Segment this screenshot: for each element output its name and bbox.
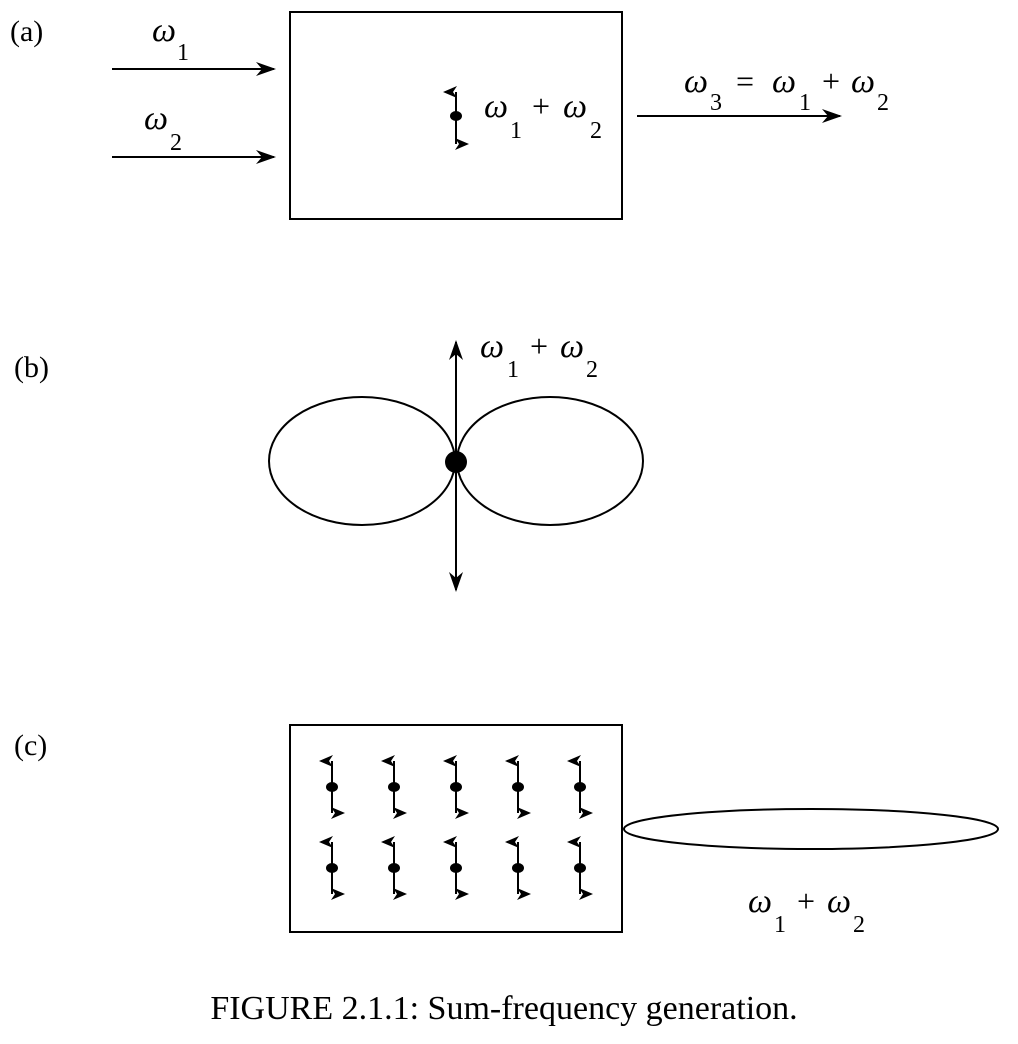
svg-text:1: 1 (507, 357, 519, 383)
svg-text:+: + (797, 883, 815, 919)
crystal-frequency-label: ω 1 + ω 2 (484, 88, 602, 144)
dipole-c (505, 755, 531, 819)
crystal-box-array (289, 724, 623, 933)
dipole-c-dot (574, 863, 586, 873)
dipole-c-dot (512, 782, 524, 792)
svg-text:2: 2 (590, 118, 602, 144)
dipole-c (381, 755, 407, 819)
panel-b: (b) ω 1 + ω 2 (14, 328, 644, 592)
svg-text:2: 2 (853, 912, 865, 938)
input-beam-2: ω 2 (112, 100, 276, 164)
dipole-a-dot (450, 111, 462, 121)
input-2-symbol: ω (144, 100, 168, 137)
dipole-c-dot (326, 863, 338, 873)
dipole-c (319, 755, 345, 819)
dipole-c (319, 836, 345, 900)
svg-text:2: 2 (586, 357, 598, 383)
svg-text:ω: ω (560, 328, 584, 365)
input-1-symbol: ω (152, 12, 176, 49)
dipole-b-dot (445, 451, 467, 473)
figure-caption: FIGURE 2.1.1: Sum-frequency generation. (210, 990, 797, 1027)
input-beam-1: ω 1 (112, 12, 276, 76)
dipole-b-frequency-label: ω 1 + ω 2 (480, 328, 598, 383)
dipole-c (443, 836, 469, 900)
input-1-subscript: 1 (177, 40, 189, 66)
nonlinear-crystal-box (289, 11, 623, 220)
dipole-c-dot (512, 863, 524, 873)
dipole-c (443, 755, 469, 819)
dipole-c (567, 836, 593, 900)
beam-frequency-label: ω 1 + ω 2 (748, 883, 865, 938)
dipole-c (505, 836, 531, 900)
svg-text:1: 1 (799, 90, 811, 116)
dipole-c-dot (574, 782, 586, 792)
svg-text:ω: ω (563, 88, 587, 125)
dipole-c-dot (326, 782, 338, 792)
svg-text:ω: ω (480, 328, 504, 365)
svg-text:2: 2 (877, 90, 889, 116)
dipole-c-dot (388, 782, 400, 792)
svg-text:+: + (822, 63, 840, 99)
dipole-c (567, 755, 593, 819)
dipole-c-dot (450, 863, 462, 873)
radiation-lobe-left (268, 396, 456, 526)
svg-text:3: 3 (710, 90, 722, 116)
dipole-array (319, 755, 593, 900)
svg-text:ω: ω (772, 63, 796, 100)
svg-text:ω: ω (851, 63, 875, 100)
collimated-beam-lobe (623, 808, 999, 850)
output-beam: ω 3 = ω 1 + ω 2 (637, 63, 889, 123)
dipole-c-dot (450, 782, 462, 792)
panel-c-label: (c) (14, 729, 47, 762)
radiation-lobe-right (456, 396, 644, 526)
panel-b-label: (b) (14, 351, 49, 384)
panel-a: (a) ω 1 ω 2 ω 1 + ω 2 ω (10, 11, 889, 220)
svg-text:ω: ω (748, 883, 772, 920)
input-2-subscript: 2 (170, 130, 182, 156)
dipole-c (381, 836, 407, 900)
svg-text:ω: ω (484, 88, 508, 125)
svg-text:+: + (532, 88, 550, 124)
svg-text:1: 1 (510, 118, 522, 144)
dipole-c-dot (388, 863, 400, 873)
dipole-a (443, 86, 469, 150)
panel-c: (c) ω 1 + ω 2 (14, 724, 999, 938)
svg-text:1: 1 (774, 912, 786, 938)
svg-text:ω: ω (684, 63, 708, 100)
svg-text:=: = (736, 63, 754, 99)
svg-text:+: + (530, 328, 548, 364)
panel-a-label: (a) (10, 15, 43, 48)
svg-text:ω: ω (827, 883, 851, 920)
